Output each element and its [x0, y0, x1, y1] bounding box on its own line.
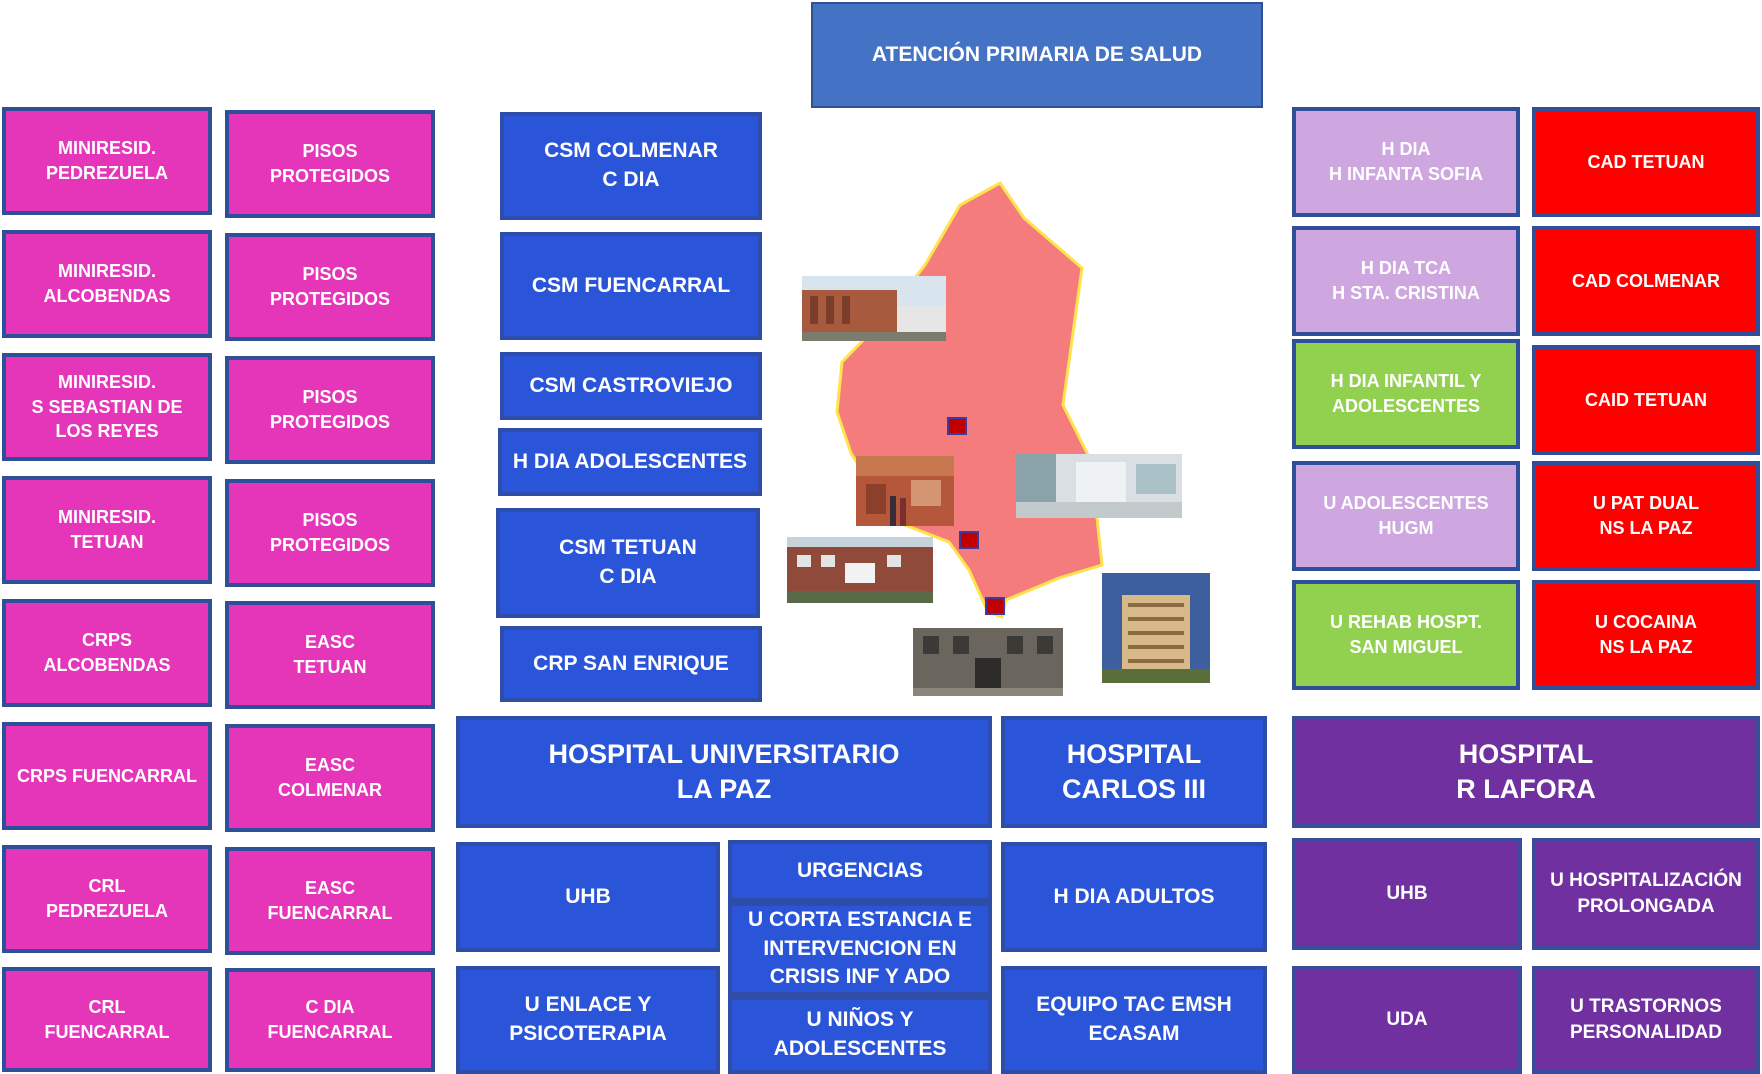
map-marker-2: [959, 531, 979, 549]
equipo-tac-box: EQUIPO TAC EMSH ECASAM: [1001, 966, 1267, 1074]
u-pat-dual-box: U PAT DUAL NS LA PAZ: [1532, 461, 1760, 571]
easc-tetuan-box: EASC TETUAN: [225, 601, 435, 709]
u-ninos-box: U NIÑOS Y ADOLESCENTES: [728, 996, 992, 1074]
u-rehab-san-miguel-box: U REHAB HOSPT. SAN MIGUEL: [1292, 580, 1520, 690]
crl-pedrezuela-box: CRL PEDREZUELA: [2, 845, 212, 953]
building-photo-2: [856, 456, 954, 526]
miniresid-ssreyes-box: MINIRESID. S SEBASTIAN DE LOS REYES: [2, 353, 212, 461]
building-photo-5: [913, 628, 1063, 696]
urgencias-box: URGENCIAS: [728, 840, 992, 902]
hospital-la-paz-box: HOSPITAL UNIVERSITARIO LA PAZ: [456, 716, 992, 828]
miniresid-alcobendas-box: MINIRESID. ALCOBENDAS: [2, 230, 212, 338]
h-dia-adolescentes-box: H DIA ADOLESCENTES: [498, 428, 762, 496]
cdia-fuencarral-box: C DIA FUENCARRAL: [225, 968, 435, 1072]
csm-colmenar-box: CSM COLMENAR C DIA: [500, 112, 762, 220]
caid-tetuan-box: CAID TETUAN: [1532, 345, 1760, 455]
h-dia-adultos-box: H DIA ADULTOS: [1001, 842, 1267, 952]
u-corta-estancia-box: U CORTA ESTANCIA E INTERVENCION EN CRISI…: [728, 902, 992, 996]
crps-fuencarral-box: CRPS FUENCARRAL: [2, 722, 212, 830]
uda-box: UDA: [1292, 966, 1522, 1074]
csm-tetuan-box: CSM TETUAN C DIA: [496, 508, 760, 618]
building-photo-3: [1016, 454, 1182, 518]
pisos-protegidos-4-box: PISOS PROTEGIDOS: [225, 479, 435, 587]
csm-fuencarral-box: CSM FUENCARRAL: [500, 232, 762, 340]
u-trastornos-personalidad-box: U TRASTORNOS PERSONALIDAD: [1532, 966, 1760, 1074]
miniresid-tetuan-box: MINIRESID. TETUAN: [2, 476, 212, 584]
u-hospitalizacion-prolongada-box: U HOSPITALIZACIÓN PROLONGADA: [1532, 838, 1760, 950]
building-photo-1: [802, 276, 946, 341]
cad-colmenar-box: CAD COLMENAR: [1532, 226, 1760, 336]
csm-castroviejo-box: CSM CASTROVIEJO: [500, 352, 762, 420]
crps-alcobendas-box: CRPS ALCOBENDAS: [2, 599, 212, 707]
atencion-primaria-box: ATENCIÓN PRIMARIA DE SALUD: [811, 2, 1263, 108]
h-dia-infanta-sofia-box: H DIA H INFANTA SOFIA: [1292, 107, 1520, 217]
miniresid-pedrezuela-box: MINIRESID. PEDREZUELA: [2, 107, 212, 215]
map-marker-3: [985, 597, 1005, 615]
hospital-lafora-box: HOSPITAL R LAFORA: [1292, 716, 1760, 828]
crl-fuencarral-box: CRL FUENCARRAL: [2, 967, 212, 1072]
la-paz-uhb-box: UHB: [456, 842, 720, 952]
easc-fuencarral-box: EASC FUENCARRAL: [225, 847, 435, 955]
u-enlace-box: U ENLACE Y PSICOTERAPIA: [456, 966, 720, 1074]
h-dia-tca-box: H DIA TCA H STA. CRISTINA: [1292, 226, 1520, 336]
lafora-uhb-box: UHB: [1292, 838, 1522, 950]
u-cocaina-box: U COCAINA NS LA PAZ: [1532, 580, 1760, 690]
building-photo-6: [1102, 573, 1210, 683]
map-marker-1: [947, 417, 967, 435]
easc-colmenar-box: EASC COLMENAR: [225, 724, 435, 832]
pisos-protegidos-2-box: PISOS PROTEGIDOS: [225, 233, 435, 341]
pisos-protegidos-3-box: PISOS PROTEGIDOS: [225, 356, 435, 464]
h-dia-infantil-box: H DIA INFANTIL Y ADOLESCENTES: [1292, 339, 1520, 449]
crp-san-enrique-box: CRP SAN ENRIQUE: [500, 626, 762, 702]
u-adolescentes-hugm-box: U ADOLESCENTES HUGM: [1292, 461, 1520, 571]
hospital-carlos-iii-box: HOSPITAL CARLOS III: [1001, 716, 1267, 828]
cad-tetuan-box: CAD TETUAN: [1532, 107, 1760, 217]
building-photo-4: [787, 537, 933, 603]
pisos-protegidos-1-box: PISOS PROTEGIDOS: [225, 110, 435, 218]
